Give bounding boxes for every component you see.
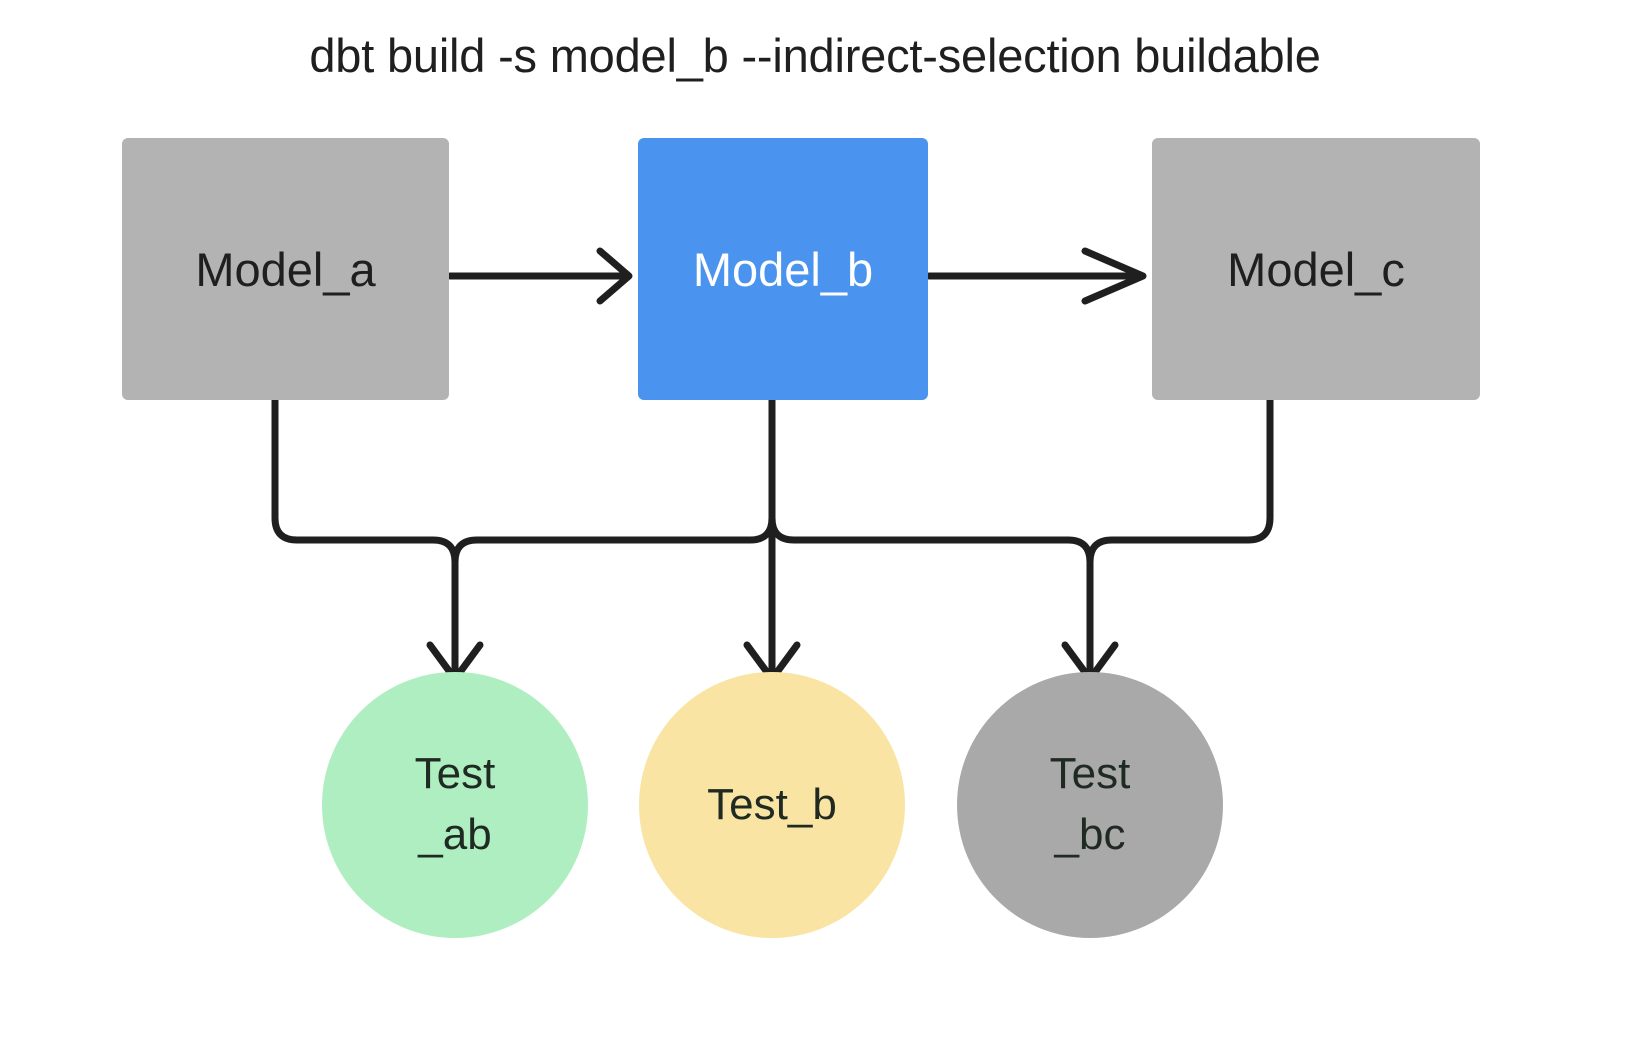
edge-model-a-to-test-ab	[271, 396, 459, 682]
diagram-title: dbt build -s model_b --indirect-selectio…	[309, 29, 1321, 82]
node-test-b-label: Test_b	[707, 775, 837, 836]
node-model-b-label: Model_b	[692, 242, 874, 296]
node-test-ab-label: Test _ab	[415, 744, 496, 865]
node-model-a-label: Model_a	[195, 242, 376, 296]
edge-model-c-to-test-bc	[1086, 396, 1274, 566]
node-model-c-label: Model_c	[1227, 242, 1405, 296]
node-test-bc-label-line-1: Test	[1049, 749, 1131, 799]
node-test-bc-label-line-2: _bc	[1054, 810, 1126, 859]
edge-model-a-to-model-b	[446, 247, 633, 305]
node-test-ab-label-line-1: Test	[414, 749, 496, 799]
node-test-bc[interactable]: Test _bc	[957, 672, 1223, 938]
edge-model-b-to-model-c	[925, 247, 1147, 305]
node-model-c[interactable]: Model_c	[1152, 138, 1480, 400]
node-test-ab-label-line-2: _ab	[418, 810, 492, 859]
node-model-a[interactable]: Model_a	[122, 138, 449, 400]
node-model-b[interactable]: Model_b	[638, 138, 928, 400]
node-test-ab[interactable]: Test _ab	[322, 672, 588, 938]
edge-model-b-to-test-bc	[768, 396, 1094, 682]
edge-model-b-to-test-ab	[451, 396, 776, 566]
node-test-b[interactable]: Test_b	[639, 672, 905, 938]
node-test-bc-label: Test _bc	[1050, 744, 1131, 865]
node-test-b-label-line-1: Test_b	[707, 779, 837, 829]
